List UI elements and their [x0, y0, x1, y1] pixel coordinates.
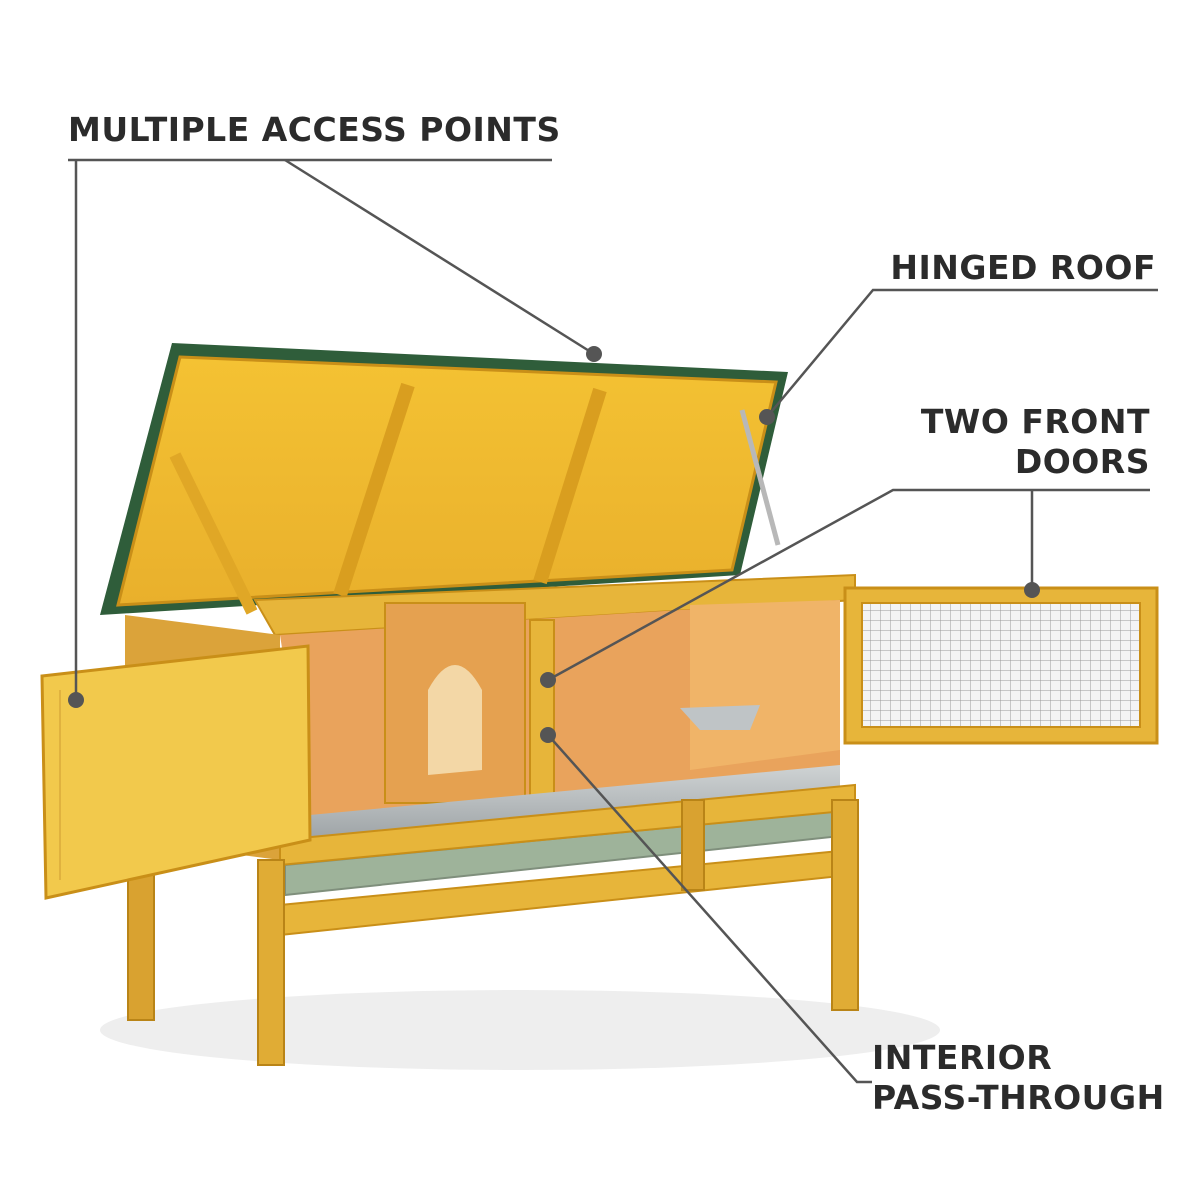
callout-text-line2: PASS-THROUGH — [872, 1078, 1165, 1117]
callout-text-line1: INTERIOR — [872, 1038, 1053, 1077]
leader-lines — [68, 158, 1158, 1084]
left-solid-door — [40, 644, 312, 900]
roof-prop-stick — [169, 452, 258, 615]
leg-front-right — [831, 799, 859, 1011]
roof-inner-panel — [116, 355, 778, 607]
leg-back-left — [127, 859, 155, 1021]
leg-back-right — [681, 799, 705, 891]
pass-through-arch — [428, 665, 482, 775]
door-wire-mesh — [861, 602, 1141, 728]
callout-multiple-access-points: MULTIPLE ACCESS POINTS — [68, 110, 561, 150]
roof-hinge-strut — [739, 409, 781, 546]
leg-front-left — [257, 859, 285, 1066]
ground-shadow — [100, 990, 940, 1070]
roof-rib-2 — [533, 387, 607, 585]
callout-text: HINGED ROOF — [890, 248, 1156, 287]
callout-text: MULTIPLE ACCESS POINTS — [68, 110, 561, 149]
roof-rib-1 — [333, 382, 415, 598]
callout-two-front-doors: TWO FRONT DOORS — [921, 402, 1150, 482]
callout-hinged-roof: HINGED ROOF — [890, 248, 1156, 288]
feeder-trough — [680, 705, 760, 730]
center-post — [529, 619, 555, 801]
callout-interior-pass-through: INTERIOR PASS-THROUGH — [872, 1038, 1165, 1118]
interior-right-wall — [690, 600, 840, 770]
callout-text-line1: TWO FRONT — [920, 402, 1150, 441]
leader-dots — [68, 346, 1040, 743]
callout-text-line2: DOORS — [1014, 442, 1150, 481]
